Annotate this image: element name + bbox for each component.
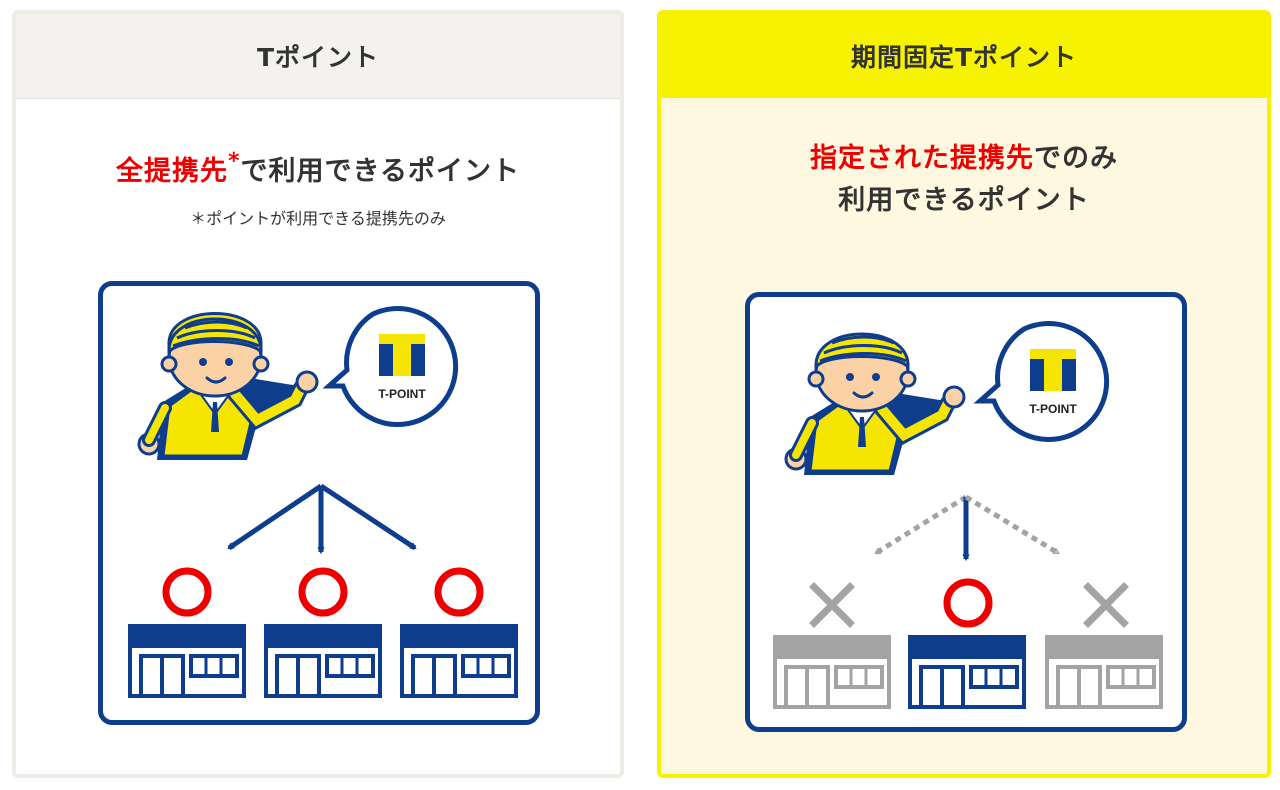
headline-highlight: 全提携先 [116,156,228,187]
arrows-to-stores [876,494,1058,559]
store-2 [908,578,1026,709]
store-icon [264,624,382,698]
store-1 [128,567,246,698]
available-circle-icon [162,567,212,617]
staff-character-icon [784,332,966,475]
panel-header: Tポイント [16,14,620,99]
unavailable-cross-icon [1083,582,1129,628]
illustration-specific-partners: T-POINT [745,292,1187,732]
illustration-all-partners: T-POINT [98,281,540,725]
headline-text-line2: 利用できるポイント [838,185,1090,216]
t-point-logo-icon: T-POINT [378,334,426,401]
store-icon [1045,635,1163,709]
store-icon [128,624,246,698]
panel-title: 期間固定Tポイント [850,43,1078,72]
footnote: ＊ポイントが利用できる提携先のみ [190,209,446,228]
panel-limited-t-point: 期間固定Tポイント 指定された提携先でのみ 利用できるポイント [657,10,1271,778]
available-circle-icon [298,567,348,617]
store-2 [264,567,382,698]
store-icon [908,635,1026,709]
logo-text: T-POINT [1029,402,1077,416]
store-icon [773,635,891,709]
illustration-svg: T-POINT [773,321,1163,709]
headline: 全提携先*で利用できるポイント [16,141,620,193]
panel-header: 期間固定Tポイント [661,14,1267,98]
headline-text: でのみ [1034,143,1118,174]
store-3 [1045,582,1163,709]
illustration-svg: T-POINT [128,306,518,698]
available-circle-icon [943,578,993,628]
store-1 [773,582,891,709]
store-icon [400,624,518,698]
unavailable-cross-icon [809,582,855,628]
t-point-logo-icon: T-POINT [1029,349,1077,416]
speech-bubble: T-POINT [322,306,459,427]
headline-text: で利用できるポイント [240,156,520,187]
headline-highlight: 指定された提携先 [810,143,1034,174]
store-3 [400,567,518,698]
available-circle-icon [434,567,484,617]
asterisk-mark: * [228,149,241,174]
arrows-to-stores [229,483,415,552]
headline: 指定された提携先でのみ 利用できるポイント [661,138,1267,222]
speech-bubble: T-POINT [973,321,1110,442]
staff-character-icon [137,312,319,460]
logo-text: T-POINT [378,387,426,401]
panel-title: Tポイント [256,43,380,72]
panel-t-point: Tポイント 全提携先*で利用できるポイント ＊ポイントが利用できる提携先のみ [12,10,624,778]
